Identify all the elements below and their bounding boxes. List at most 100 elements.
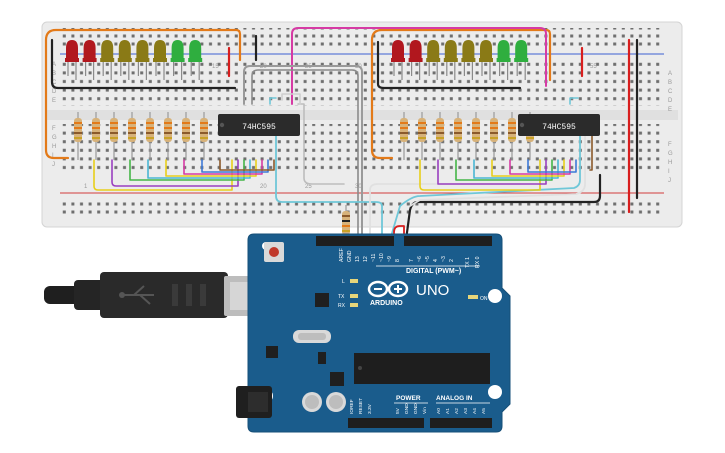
power-jack[interactable]	[236, 386, 272, 418]
row-letter: D	[668, 98, 673, 104]
pin-label: 3.3V	[367, 403, 373, 414]
wire-brown-right[interactable]	[589, 134, 593, 171]
pin-label: ~10	[379, 253, 385, 262]
wire-cyan-left[interactable]	[147, 159, 251, 179]
wire-black-left[interactable]	[50, 38, 237, 90]
digital-header-b[interactable]	[404, 236, 492, 246]
wire-cyan-right[interactable]	[389, 134, 581, 241]
row-letter: B	[52, 71, 56, 77]
led[interactable]	[443, 40, 458, 80]
wire-cyan-2[interactable]	[569, 97, 579, 105]
l-label: L	[342, 279, 345, 285]
resistor[interactable]	[400, 112, 408, 160]
resistor[interactable]	[110, 112, 118, 160]
wire-black-gnd[interactable]	[404, 173, 602, 242]
resistor-group	[74, 112, 534, 160]
wire-orange-left[interactable]	[44, 28, 242, 160]
led[interactable]	[391, 40, 405, 80]
led[interactable]	[65, 40, 79, 80]
wires[interactable]	[44, 27, 639, 431]
resistor[interactable]	[128, 112, 136, 160]
wire-blue-left[interactable]	[201, 159, 269, 173]
wire-brown-left[interactable]	[219, 159, 275, 171]
power-label: POWER	[396, 395, 421, 402]
wire-grey-3[interactable]	[297, 103, 345, 185]
resistor[interactable]	[418, 112, 426, 160]
wire-cyan-long[interactable]	[275, 134, 383, 241]
tx-label: TX	[338, 294, 345, 300]
led[interactable]	[408, 40, 423, 80]
resistor[interactable]	[508, 112, 516, 160]
column-number: 20	[260, 184, 267, 190]
model-label: UNO	[416, 282, 449, 299]
wire-white-1[interactable]	[281, 93, 301, 105]
led[interactable]	[479, 40, 493, 80]
arduino-logo	[367, 280, 409, 298]
wire-white-right[interactable]	[409, 134, 586, 207]
power-header[interactable]	[348, 418, 424, 428]
column-number: 25	[305, 184, 312, 190]
led[interactable]	[82, 40, 97, 80]
wire-purple-left[interactable]	[111, 159, 239, 187]
atmega-chip	[354, 353, 490, 384]
led[interactable]	[514, 40, 529, 80]
wire-pink-left[interactable]	[183, 159, 263, 175]
wire-cyan-1[interactable]	[269, 97, 277, 105]
analog-header[interactable]	[430, 418, 492, 428]
led[interactable]	[170, 40, 185, 80]
rx-label: RX	[338, 303, 346, 309]
pin-label: GND	[404, 403, 410, 414]
wire-blue-right[interactable]	[527, 159, 577, 173]
pin-label: ~5	[425, 256, 431, 262]
usb-cable[interactable]	[44, 272, 266, 318]
resistor-standalone[interactable]	[342, 205, 350, 244]
led[interactable]	[426, 40, 441, 80]
led[interactable]	[100, 40, 115, 80]
row-letter: J	[668, 178, 671, 184]
chip-label: 74HC595	[242, 123, 276, 132]
pin-label: 5V	[395, 407, 401, 414]
wire-magenta[interactable]	[291, 27, 547, 105]
resistor[interactable]	[182, 112, 190, 160]
digital-header-a[interactable]	[316, 236, 394, 246]
wire-yellow2-left[interactable]	[165, 159, 257, 177]
wire-red-5v[interactable]	[393, 225, 405, 431]
led[interactable]	[153, 40, 167, 80]
wire-orange-right[interactable]	[370, 28, 552, 160]
led[interactable]	[117, 40, 132, 80]
wire-grey-1[interactable]	[243, 65, 363, 241]
resistor[interactable]	[74, 112, 82, 160]
row-letter: A	[668, 71, 672, 77]
resistor[interactable]	[436, 112, 444, 160]
top-power-rail[interactable]	[60, 28, 664, 48]
led[interactable]	[496, 40, 511, 80]
resistor[interactable]	[200, 112, 208, 160]
rx-led	[350, 303, 358, 307]
resistor[interactable]	[146, 112, 154, 160]
shift-register-right[interactable]: 74HC595	[518, 114, 600, 136]
wire-green-right[interactable]	[455, 159, 553, 181]
resistor[interactable]	[164, 112, 172, 160]
wire-white-mid[interactable]	[369, 183, 521, 241]
pin-label: Vin	[422, 407, 428, 414]
row-letter: C	[52, 80, 57, 86]
wire-grey-2[interactable]	[251, 69, 359, 239]
wire-yellow2-right[interactable]	[491, 159, 565, 177]
wire-yellow-right[interactable]	[419, 159, 541, 191]
resistor[interactable]	[92, 112, 100, 160]
arduino-uno-board[interactable]: AREF GND 13 12 ~11 ~10 ~9 8 7 ~6 ~5 4 ~3…	[236, 233, 511, 433]
led[interactable]	[461, 40, 476, 80]
row-letter: D	[52, 89, 57, 95]
usb-icon	[119, 292, 125, 298]
led[interactable]	[135, 40, 150, 80]
reset-button[interactable]	[264, 242, 284, 262]
wire-black-right[interactable]	[376, 40, 522, 90]
resistor[interactable]	[454, 112, 462, 160]
resistor[interactable]	[472, 112, 480, 160]
wire-cyan2-right[interactable]	[473, 159, 559, 179]
shift-register-left[interactable]: 74HC595	[218, 114, 300, 136]
wire-yellow-left[interactable]	[93, 159, 233, 191]
led[interactable]	[188, 40, 203, 80]
wire-pink-right[interactable]	[509, 159, 571, 175]
resistor[interactable]	[490, 112, 498, 160]
